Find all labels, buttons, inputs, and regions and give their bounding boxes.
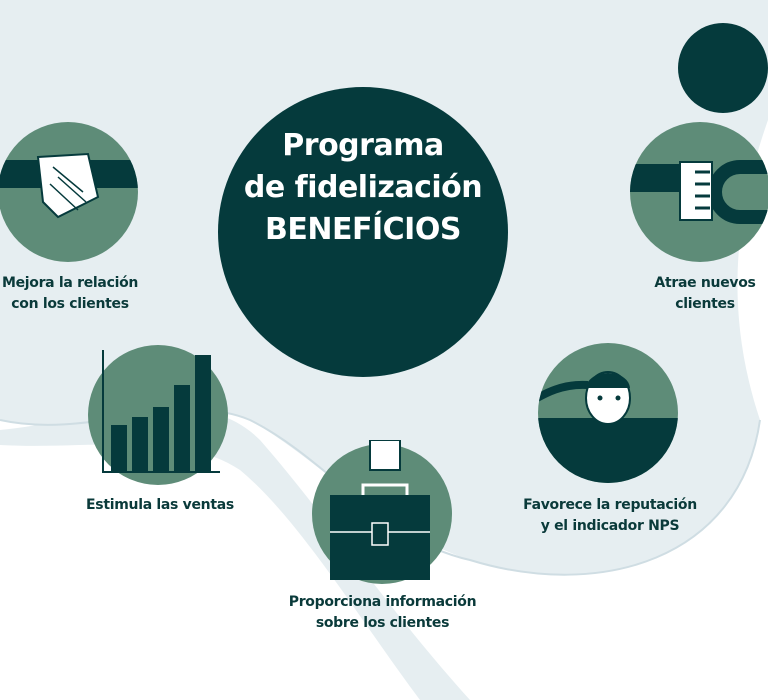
title-line-2: de fidelización (243, 170, 483, 205)
face-icon (538, 371, 678, 483)
benefit-label-reputation: Favorece la reputación y el indicador NPS (500, 495, 720, 537)
title-line-1: Programa (282, 128, 444, 163)
page-title: Programa de fidelización BENEFÍCIOS (218, 125, 508, 251)
label-line: Estimula las ventas (86, 497, 234, 513)
label-line: sobre los clientes (315, 615, 450, 631)
decorative-dot (678, 23, 768, 113)
magnet-icon (630, 160, 768, 224)
label-line: y el indicador NPS (540, 518, 680, 534)
reputation-circle (538, 343, 678, 483)
magnet-circle (630, 122, 768, 262)
benefit-label-relation: Mejora la relación con los clientes (0, 273, 150, 315)
benefit-label-attract: Atrae nuevos clientes (630, 273, 768, 315)
benefit-label-sales: Estimula las ventas (75, 495, 245, 516)
label-line: Mejora la relación (1, 275, 139, 291)
label-line: clientes (675, 296, 735, 312)
central-circle (218, 87, 508, 377)
label-line: Proporciona información (288, 594, 477, 610)
label-line: Favorece la reputación (523, 497, 697, 513)
handshake-icon (0, 152, 138, 219)
handshake-circle (0, 122, 138, 262)
bar-chart-icon (102, 350, 220, 473)
benefit-label-information: Proporciona información sobre los cliente… (270, 592, 495, 634)
label-line: Atrae nuevos (654, 275, 756, 291)
title-line-3: BENEFÍCIOS (265, 212, 461, 247)
briefcase-icon (330, 440, 430, 580)
label-line: con los clientes (11, 296, 129, 312)
